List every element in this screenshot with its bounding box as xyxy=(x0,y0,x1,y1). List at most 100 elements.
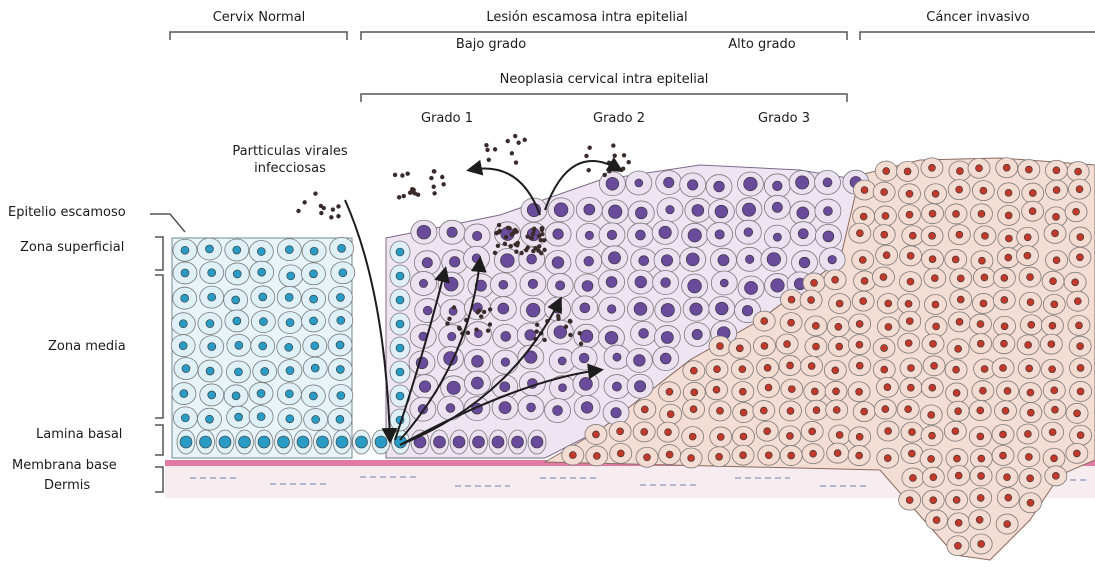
cancer-cell xyxy=(1066,403,1088,423)
normal-cell xyxy=(249,241,273,263)
virion xyxy=(542,338,546,342)
dysplastic-cell xyxy=(815,199,841,223)
cancer-cell xyxy=(1069,336,1091,356)
virion xyxy=(584,154,588,158)
dysplastic-cell xyxy=(710,248,736,272)
virion xyxy=(531,232,535,236)
virion xyxy=(331,207,335,211)
normal-cell xyxy=(251,286,275,308)
cancer-cell xyxy=(969,510,991,530)
normal-cell xyxy=(197,238,221,260)
virion xyxy=(440,175,444,179)
cancer-cell xyxy=(1019,383,1041,403)
cancer-cell xyxy=(923,356,945,376)
virion xyxy=(579,342,583,346)
cancer-cell xyxy=(801,356,823,376)
cancer-cell xyxy=(873,225,895,245)
basal-cell xyxy=(236,430,254,454)
cancer-cell xyxy=(995,401,1017,421)
cancer-cell xyxy=(920,405,942,425)
cancer-cell xyxy=(948,513,970,533)
dysplastic-cell xyxy=(603,401,629,425)
cancer-cell xyxy=(946,490,968,510)
cancer-cell xyxy=(1046,250,1068,270)
cancer-cell xyxy=(1068,315,1090,335)
virion xyxy=(506,139,510,143)
cancer-cell xyxy=(1067,291,1089,311)
cancer-cell xyxy=(1018,358,1040,378)
cancer-cell xyxy=(875,161,897,181)
cancer-cell xyxy=(974,226,996,246)
cancer-cell xyxy=(779,355,801,375)
cancer-cell xyxy=(706,359,728,379)
cancer-cell xyxy=(805,316,827,336)
cancer-cell xyxy=(922,334,944,354)
cancer-cell xyxy=(921,378,943,398)
dysplastic-cell xyxy=(652,220,678,244)
cancer-cell xyxy=(972,181,994,201)
cancer-cell xyxy=(758,378,780,398)
cancer-cell xyxy=(922,467,944,487)
basal-cell xyxy=(177,430,195,454)
cancer-cell xyxy=(1019,267,1041,287)
dysplastic-cell xyxy=(626,348,652,372)
dysplastic-cell xyxy=(572,296,598,320)
dysplastic-cell xyxy=(684,322,710,346)
virion xyxy=(402,194,406,198)
cancer-cell xyxy=(1020,315,1042,335)
normal-cell xyxy=(200,384,224,406)
cancer-cell xyxy=(900,358,922,378)
dysplastic-cell xyxy=(707,222,733,246)
cancer-cell xyxy=(972,381,994,401)
cancer-cell xyxy=(1070,381,1092,401)
dysplastic-cell xyxy=(547,273,573,297)
cancer-cell xyxy=(950,290,972,310)
cancer-cell xyxy=(682,427,704,447)
cancer-cell xyxy=(997,248,1019,268)
label-squamous-lesion: Lesión escamosa intra epitelial xyxy=(486,10,687,25)
cancer-cell xyxy=(826,400,848,420)
normal-cell xyxy=(249,406,273,428)
virion xyxy=(612,154,616,158)
normal-cell xyxy=(225,239,249,261)
virion xyxy=(568,333,572,337)
normal-cell xyxy=(390,265,410,287)
dysplastic-cell xyxy=(764,225,790,249)
dysplastic-cell xyxy=(604,345,630,369)
virion xyxy=(537,234,541,238)
normal-cell xyxy=(198,360,222,382)
dysplastic-cell xyxy=(547,320,573,344)
cancer-cell xyxy=(803,273,825,293)
cancer-cell xyxy=(852,250,874,270)
label-grade-2: Grado 2 xyxy=(593,111,645,126)
virion xyxy=(452,305,456,309)
basal-cell xyxy=(450,430,468,454)
dysplastic-cell xyxy=(464,349,490,373)
dysplastic-cell xyxy=(464,246,490,270)
cancer-cell xyxy=(998,183,1020,203)
dysplastic-cell xyxy=(599,223,625,247)
cancer-cell xyxy=(1022,183,1044,203)
cancer-cell xyxy=(902,226,924,246)
normal-cell xyxy=(303,357,327,379)
dysplastic-cell xyxy=(656,171,682,195)
basal-cell xyxy=(216,430,234,454)
dysplastic-cell xyxy=(439,220,465,244)
cancer-cell xyxy=(877,448,899,468)
cancer-cell xyxy=(969,400,991,420)
pointer-squamous xyxy=(150,214,185,232)
dysplastic-cell xyxy=(573,372,599,396)
cancer-cell xyxy=(849,223,871,243)
cancer-cell xyxy=(824,270,846,290)
cancer-cell xyxy=(804,381,826,401)
cancer-cell xyxy=(733,403,755,423)
virion xyxy=(578,331,582,335)
dysplastic-cell xyxy=(737,172,763,196)
dysplastic-cell xyxy=(626,171,652,195)
cancer-cell xyxy=(970,488,992,508)
cancer-cell xyxy=(921,158,943,178)
cancer-cell xyxy=(757,358,779,378)
cancer-cell xyxy=(993,290,1015,310)
virion xyxy=(525,234,529,238)
dysplastic-cell xyxy=(545,251,571,275)
